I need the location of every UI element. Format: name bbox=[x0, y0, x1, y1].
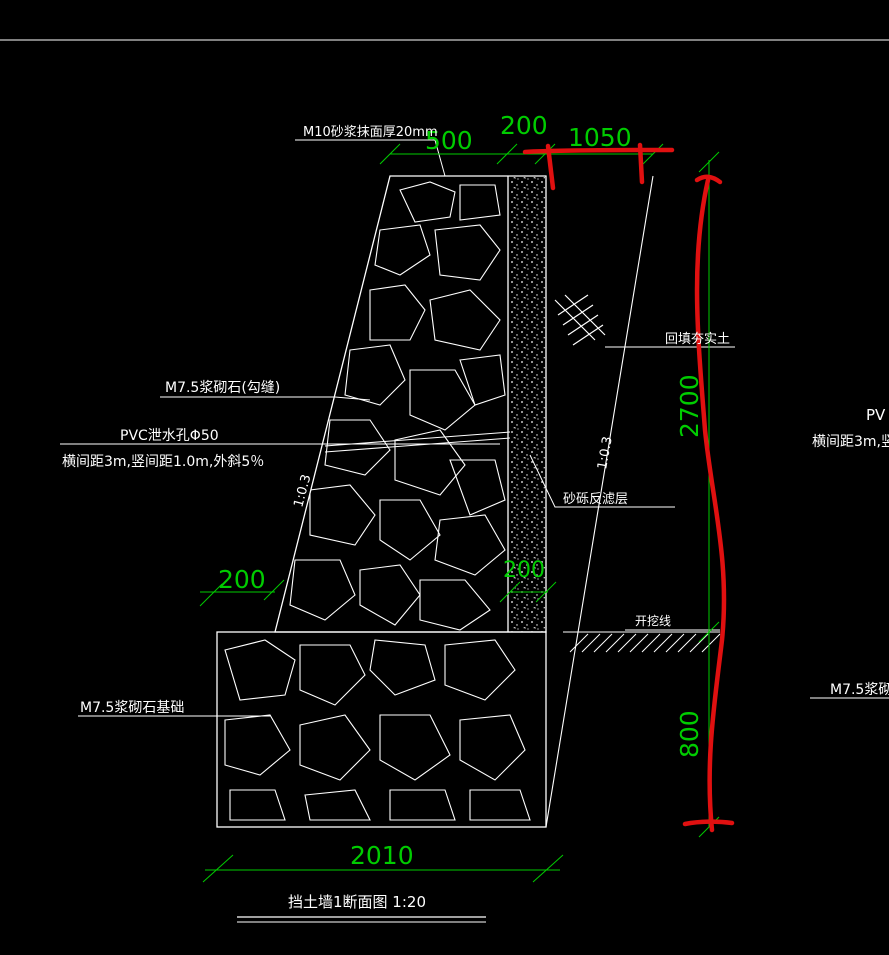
dim-top-width: 500 bbox=[425, 126, 473, 155]
foundation-block bbox=[216, 631, 547, 828]
label-excavation: 开挖线 bbox=[635, 613, 671, 628]
dimension-lines bbox=[199, 143, 720, 883]
label-filter: 砂砾反滤层 bbox=[563, 492, 628, 507]
label-slope-right: 1:0.3 bbox=[595, 435, 616, 470]
dim-foundation-height: 800 bbox=[675, 710, 704, 758]
excavation-slope-line bbox=[545, 175, 654, 828]
dim-filter-top: 200 bbox=[500, 111, 548, 140]
red-markup bbox=[522, 142, 735, 833]
masonry-stone-pattern bbox=[289, 181, 506, 631]
dim-filter-bottom: 200 bbox=[503, 558, 545, 583]
label-masonry: M7.5浆砌石(勾缝) bbox=[165, 380, 280, 396]
label-side-pvc: PV bbox=[866, 406, 886, 424]
label-pvc-spacing: 横间距3m,竖间距1.0m,外斜5％ bbox=[62, 454, 264, 470]
label-backfill: 回填夯实土 bbox=[665, 332, 730, 347]
leader-lines bbox=[60, 139, 889, 717]
dim-toe: 200 bbox=[218, 565, 266, 594]
gravel-filter-layer bbox=[509, 176, 545, 632]
ground-hatch bbox=[563, 631, 721, 653]
foundation-stone-pattern bbox=[224, 639, 531, 821]
label-side-foundation: M7.5浆砌 bbox=[830, 682, 889, 698]
drawing-title: 挡土墙1断面图 1:20 bbox=[288, 893, 426, 911]
label-plaster: M10砂浆抹面厚20mm bbox=[303, 125, 438, 140]
label-foundation: M7.5浆砌石基础 bbox=[80, 699, 184, 716]
label-pvc-drain: PVC泄水孔Φ50 bbox=[120, 428, 219, 444]
dim-base-width: 2010 bbox=[350, 841, 414, 870]
backfill-hatch-symbol bbox=[554, 294, 606, 346]
dim-height: 2700 bbox=[675, 374, 704, 438]
label-side-spacing: 横间距3m,竖 bbox=[812, 434, 889, 450]
dim-backfill-top: 1050 bbox=[568, 123, 632, 152]
